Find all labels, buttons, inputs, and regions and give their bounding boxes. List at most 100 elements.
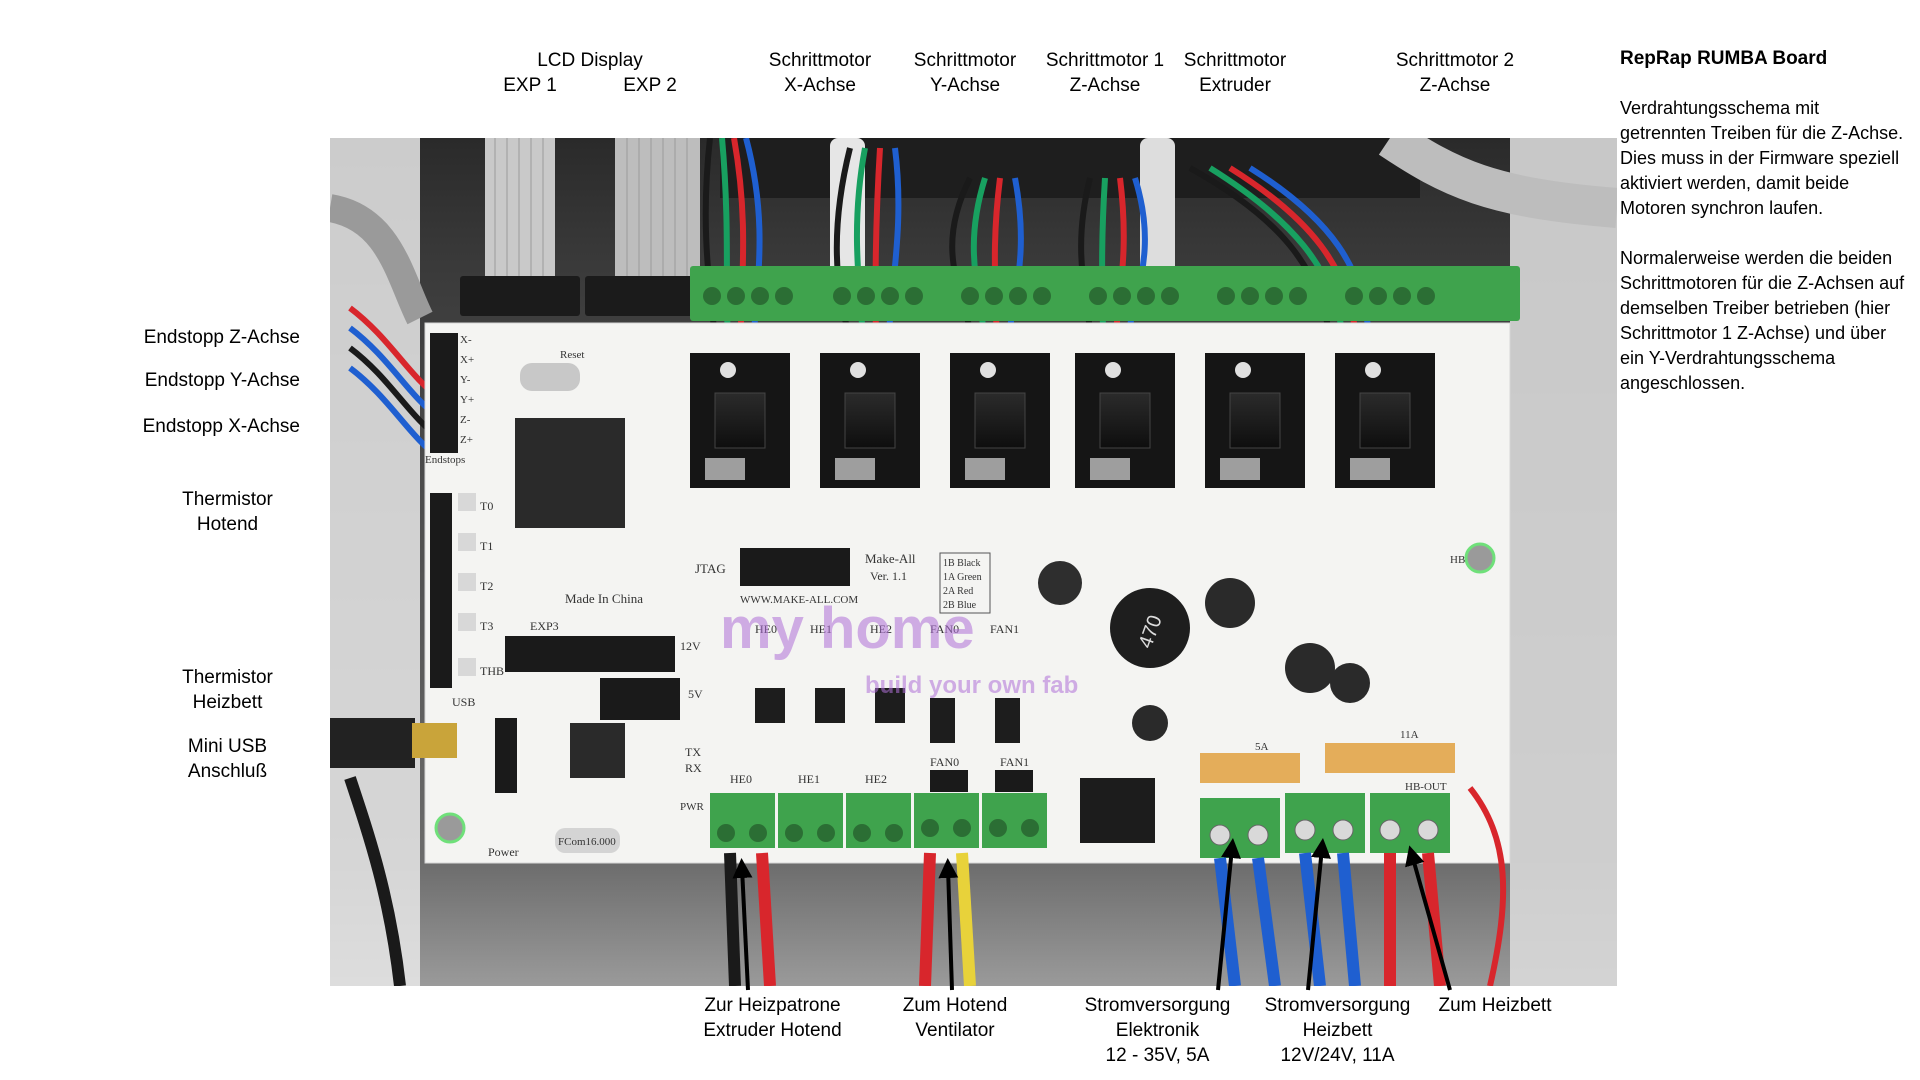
label-psu-heatbed: Stromversorgung Heizbett 12V/24V, 11A (1250, 993, 1425, 1068)
silk-pin-x-plus: X+ (460, 354, 474, 366)
label-psu-bed-line2: Heizbett (1302, 1020, 1373, 1041)
silk-key-2b: 2B Blue (943, 600, 977, 611)
label-psu-elec-line1: Stromversorgung (1084, 995, 1231, 1016)
label-exp1: EXP 1 (503, 75, 557, 96)
label-motor-y-line1: Schrittmotor (913, 50, 1017, 71)
silk-mosfet-fan0: FAN0 (930, 622, 959, 636)
label-lcd-display: LCD Display (520, 48, 660, 73)
label-bed-line1: Zum Heizbett (1438, 995, 1552, 1016)
silk-terminal-he1: HE1 (798, 772, 820, 786)
label-thermistor-hotend: Thermistor Hotend (160, 487, 295, 537)
ribbon-cable-exp2 (615, 138, 700, 288)
stepper-driver-y (820, 353, 920, 488)
label-thermistor-hotend-line2: Hotend (196, 514, 259, 535)
label-endstop-z: Endstopp Z-Achse (143, 327, 300, 348)
silk-mosfet-fan1: FAN1 (990, 622, 1019, 636)
stepper-driver-x (690, 353, 790, 488)
crystal-oscillator (520, 363, 580, 391)
label-thermistor-bed-line2: Heizbett (192, 692, 263, 713)
description-panel: RepRap RUMBA Board Verdrahtungsschema mi… (1620, 46, 1910, 421)
terminal-fan1 (982, 793, 1047, 848)
usb-header (495, 718, 517, 793)
silk-endstops: Endstops (425, 454, 465, 466)
capacitor-5 (1132, 705, 1168, 741)
stepper-driver-5 (1205, 353, 1305, 488)
label-motor-x: Schrittmotor X-Achse (755, 48, 885, 98)
silk-thb: THB (480, 664, 504, 678)
ribbon-lines (494, 138, 688, 288)
jtag-header (740, 548, 850, 586)
silk-url: WWW.MAKE-ALL.COM (740, 594, 858, 606)
silk-5v: 5V (688, 687, 703, 701)
description-paragraph-1: Verdrahtungsschema mit getrennten Treibe… (1620, 98, 1904, 218)
terminal-he0 (710, 793, 775, 848)
silk-t3: T3 (480, 619, 493, 633)
power-terminal-screws (1209, 819, 1439, 846)
silk-tx: TX (685, 745, 701, 759)
silk-terminal-fan1: FAN1 (1000, 755, 1029, 769)
fan-header-1 (995, 770, 1033, 792)
silk-key-1a: 1A Green (943, 572, 982, 583)
usb-chip (570, 723, 625, 778)
fan-header-0 (930, 770, 968, 792)
label-motor-x-line1: Schrittmotor (768, 50, 872, 71)
label-heater-line1: Zur Heizpatrone (704, 995, 841, 1016)
ribbon-connector-exp2 (585, 276, 715, 316)
watermark-build-your-own-fab: build your own fab (865, 672, 1078, 699)
terminal-fan0 (914, 793, 979, 848)
label-heater-line2: Extruder Hotend (703, 1020, 842, 1041)
label-thermistor-hotend-line1: Thermistor (182, 489, 273, 510)
silk-jtag: JTAG (695, 561, 726, 576)
silk-reset: Reset (560, 349, 584, 361)
label-fan-line1: Zum Hotend (902, 995, 1008, 1016)
label-fan-line2: Ventilator (915, 1020, 995, 1041)
silk-mosfet-he1: HE1 (810, 622, 832, 636)
label-motor-z1: Schrittmotor 1 Z-Achse (1035, 48, 1175, 98)
capacitor-1 (1038, 561, 1082, 605)
description-title: RepRap RUMBA Board (1620, 48, 1828, 69)
terminal-he1 (778, 793, 843, 848)
label-psu-bed-line3: 12V/24V, 11A (1280, 1045, 1395, 1066)
mini-usb-connector (412, 723, 457, 758)
microcontroller-chip (515, 418, 625, 528)
silk-rx: RX (685, 761, 702, 775)
silk-mosfet-he0: HE0 (755, 622, 777, 636)
silk-made-in: Made In China (565, 591, 643, 606)
silk-pin-z-minus: Z- (460, 414, 471, 426)
label-mini-usb-line1: Mini USB (187, 736, 268, 757)
capacitor-3 (1285, 643, 1335, 693)
label-motor-y: Schrittmotor Y-Achse (900, 48, 1030, 98)
exp3-header (505, 636, 675, 672)
label-mini-usb-line2: Anschluß (187, 761, 268, 782)
label-thermistor-bed-line1: Thermistor (182, 667, 273, 688)
silk-t0: T0 (480, 499, 493, 513)
label-motor-z2-line1: Schrittmotor 2 (1395, 50, 1515, 71)
silk-mosfet-he2: HE2 (870, 622, 892, 636)
label-motor-z1-line2: Z-Achse (1069, 75, 1141, 96)
terminal-heatbed-out (1370, 793, 1450, 853)
silk-version: Ver. 1.1 (870, 569, 907, 583)
voltage-regulator (1080, 778, 1155, 843)
usb-cable (330, 718, 415, 768)
label-heater-cartridge: Zur Heizpatrone Extruder Hotend (680, 993, 865, 1043)
stepper-driver-z1 (950, 353, 1050, 488)
label-endstop-x: Endstopp X-Achse (142, 416, 300, 437)
silk-12v: 12V (680, 639, 701, 653)
stepper-driver-e (1075, 353, 1175, 488)
label-motor-z1-line1: Schrittmotor 1 (1045, 50, 1165, 71)
label-to-heatbed: Zum Heizbett (1425, 993, 1565, 1018)
fuse-11a (1325, 743, 1455, 773)
label-exp2: EXP 2 (623, 75, 677, 96)
label-motor-z2: Schrittmotor 2 Z-Achse (1385, 48, 1525, 98)
color-key-box (939, 552, 991, 614)
silk-terminal-he0: HE0 (730, 772, 752, 786)
terminal-he2 (846, 793, 911, 848)
endstop-header: X- X+ Y- Y+ Z- Z+ Endstops (425, 333, 474, 466)
label-motor-y-line2: Y-Achse (929, 75, 1001, 96)
silk-hb: HB (1450, 554, 1465, 566)
silk-pin-x-minus: X- (460, 334, 472, 346)
label-thermistor-bed: Thermistor Heizbett (160, 665, 295, 715)
silk-fuse-5a: 5A (1255, 741, 1269, 753)
silk-terminal-fan0: FAN0 (930, 755, 959, 769)
label-mini-usb: Mini USB Anschluß (160, 734, 295, 784)
